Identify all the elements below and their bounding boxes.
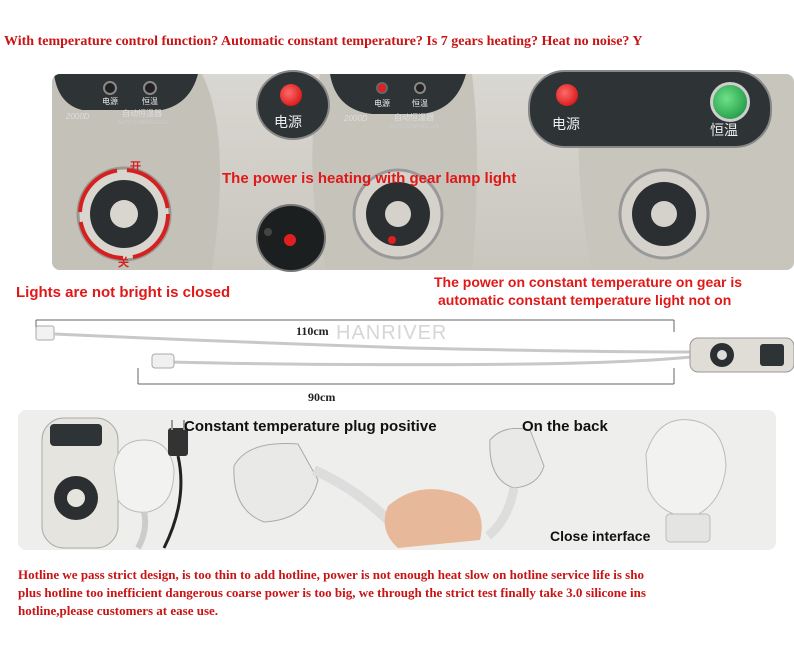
controller-2-image bbox=[312, 74, 477, 270]
plug-pins-image bbox=[162, 420, 188, 549]
plug-back-image bbox=[485, 427, 545, 540]
socket-head-image bbox=[113, 439, 175, 550]
zoom-red-lamp-icon bbox=[556, 84, 578, 106]
gear-red-lamp-icon bbox=[284, 234, 296, 246]
zoom-green-lamp-icon bbox=[710, 82, 750, 122]
controller-2-power-label: 电源 bbox=[374, 99, 390, 108]
controller-2-constant-label: 恒温 bbox=[412, 99, 428, 108]
dial-on-label: 开 bbox=[130, 161, 141, 173]
footer-line-2: plus hotline too inefficient dangerous c… bbox=[18, 585, 646, 600]
controller-1-constant-label: 恒温 bbox=[142, 97, 158, 106]
controller-1-brand-en: AUTO CONTROLLER bbox=[118, 120, 168, 126]
length-110-label: 110cm bbox=[296, 324, 329, 338]
dial-off-label: 关 bbox=[118, 257, 129, 269]
on-back-label: On the back bbox=[522, 418, 608, 435]
controller-1-brand-cn: 自动恒温器 bbox=[122, 109, 162, 118]
footer-line-1: Hotline we pass strict design, is too th… bbox=[18, 567, 644, 582]
constant-lamp-zoom-inset: 电源 恒温 bbox=[528, 70, 772, 148]
length-90-label: 90cm bbox=[308, 390, 336, 404]
gear-dim-lamp-icon bbox=[264, 228, 272, 236]
controller-1-power-label: 电源 bbox=[102, 97, 118, 106]
gear-lamp-zoom-inset bbox=[256, 204, 326, 272]
power-lamp-zoom-inset: 电源 bbox=[256, 70, 330, 140]
zoom-power-label: 电源 bbox=[552, 116, 580, 132]
zoom-constant-label: 恒温 bbox=[710, 122, 738, 138]
closed-plug-image bbox=[645, 419, 727, 543]
brand-watermark: HANRIVER bbox=[336, 322, 448, 344]
constant-caption-line-1: The power on constant temperature on gea… bbox=[434, 274, 743, 290]
plug-positive-label: Constant temperature plug positive bbox=[184, 418, 437, 435]
plug-positive-image bbox=[233, 442, 394, 526]
controller-1-image bbox=[52, 74, 220, 270]
close-interface-label: Close interface bbox=[550, 528, 651, 544]
plug-photo-strip bbox=[18, 410, 776, 550]
hand-holding-image bbox=[384, 489, 482, 548]
controller-1-model-label: 2000D bbox=[66, 112, 90, 121]
cable-diagram bbox=[30, 312, 794, 408]
controller-2-brand-en: AUTO CONTROLLER bbox=[390, 124, 440, 130]
closed-caption: Lights are not bright is closed bbox=[16, 284, 231, 301]
controller-2-model-label: 2000D bbox=[344, 114, 368, 123]
red-lamp-icon bbox=[280, 84, 302, 106]
footer-line-3: hotline,please customers at ease use. bbox=[18, 603, 219, 618]
footer-text: Hotline we pass strict design, is too th… bbox=[18, 566, 794, 620]
constant-caption-line-2: automatic constant temperature light not… bbox=[438, 292, 732, 308]
heating-caption: The power is heating with gear lamp ligh… bbox=[222, 170, 517, 187]
controller-front-image bbox=[41, 417, 119, 549]
power-zoom-label: 电源 bbox=[274, 114, 302, 130]
controller-2-brand-cn: 自动恒温器 bbox=[394, 113, 434, 122]
headline: With temperature control function? Autom… bbox=[4, 34, 643, 49]
